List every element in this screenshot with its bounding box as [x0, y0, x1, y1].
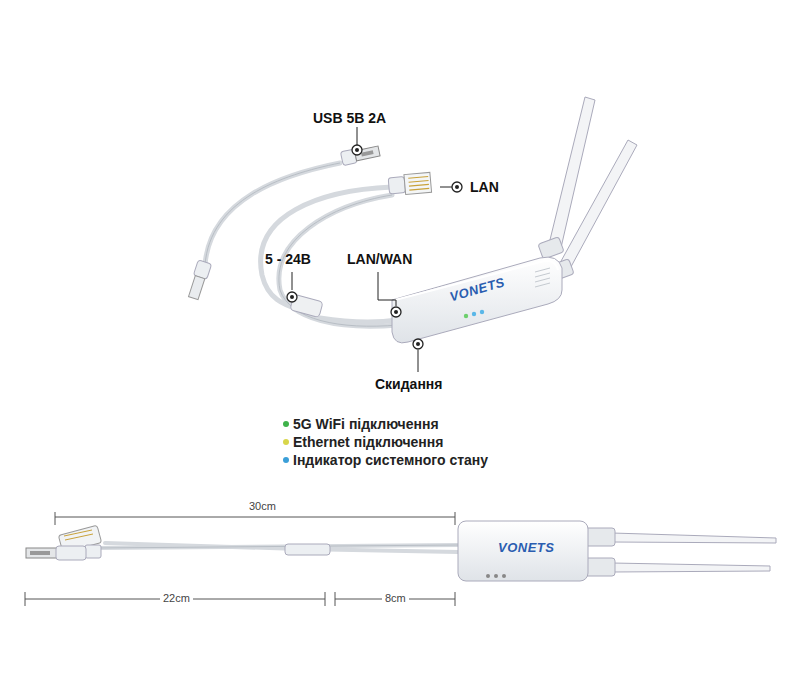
dimension-label: 22cm [160, 592, 193, 604]
legend-swatch [283, 421, 289, 427]
callout-label: LAN/WAN [347, 251, 412, 267]
legend-text: Індикатор системного стану [293, 452, 488, 468]
legend-text: Ethernet підключення [293, 434, 443, 450]
callout-label: 5 - 24В [265, 251, 311, 267]
legend-swatch [283, 439, 289, 445]
legend-swatch [283, 457, 289, 463]
legend-row: 5G WiFi підключення [283, 416, 439, 432]
legend-row: Індикатор системного стану [283, 452, 488, 468]
brand-logo: VONETS [498, 540, 554, 555]
legend-row: Ethernet підключення [283, 434, 443, 450]
dimension-label: 8cm [382, 592, 409, 604]
callout-label: USB 5В 2А [313, 110, 386, 126]
callout-label: Скидання [375, 376, 442, 392]
dimension-label: 30cm [246, 500, 279, 512]
callout-label: LAN [470, 179, 499, 195]
legend-text: 5G WiFi підключення [293, 416, 439, 432]
